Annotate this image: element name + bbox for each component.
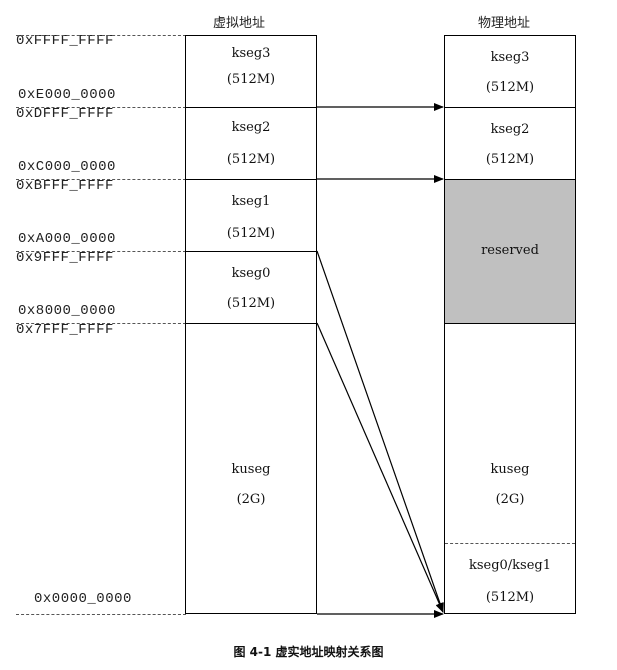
virtual-address-column: kseg3 (512M) kseg2 (512M) kseg1 (512M) k… [185,35,317,614]
figure-caption: 图 4-1 虚实地址映射关系图 [233,645,384,659]
virtual-kseg1-name: kseg1 [231,194,271,209]
boundary-line-kseg1-kseg0 [16,251,186,252]
physical-reserved-label: reserved [481,243,539,258]
physical-kuseg-name: kuseg [490,462,530,477]
boundary-line-kseg2-kseg1 [16,179,186,180]
virtual-address-title: 虚拟地址 [213,16,266,31]
virtual-kseg3-size: (512M) [226,72,276,87]
physical-kuseg-size: (2G) [495,492,525,507]
physical-address-title: 物理地址 [478,16,531,31]
arrow-kseg0-top-to-bottom [316,250,444,613]
address-label-bfff-ffff: 0xBFFF_FFFF [16,178,114,194]
physical-kseg01-size: (512M) [485,590,535,605]
address-label-8000-0000: 0x8000_0000 [18,303,116,319]
physical-kseg3-name: kseg3 [490,50,530,65]
divider [186,179,316,180]
physical-kseg2-name: kseg2 [490,122,530,137]
address-label-9fff-ffff: 0x9FFF_FFFF [16,250,114,266]
virtual-kuseg-name: kuseg [231,462,271,477]
address-label-ffff-ffff: 0xFFFF_FFFF [16,33,114,49]
boundary-line-bottom [16,614,186,615]
virtual-kseg2-name: kseg2 [231,120,271,135]
physical-kseg2-size: (512M) [485,152,535,167]
reserved-region [445,180,575,324]
address-label-e000-0000: 0xE000_0000 [18,87,116,103]
virtual-kseg2-size: (512M) [226,152,276,167]
address-label-a000-0000: 0xA000_0000 [18,231,116,247]
boundary-line-kseg3-kseg2 [16,107,186,108]
boundary-line-kseg0-kuseg [16,323,186,324]
divider [186,251,316,252]
divider-dashed [445,543,575,544]
address-label-dfff-ffff: 0xDFFF_FFFF [16,106,114,122]
virtual-kseg1-size: (512M) [226,226,276,241]
boundary-line-top [16,35,186,36]
virtual-kuseg-size: (2G) [236,492,266,507]
address-label-7fff-ffff: 0x7FFF_FFFF [16,322,114,338]
physical-kseg3-size: (512M) [485,80,535,95]
address-label-c000-0000: 0xC000_0000 [18,159,116,175]
divider [445,179,575,180]
divider [445,107,575,108]
physical-kseg01-name: kseg0/kseg1 [468,558,552,573]
arrow-kuseg-top-to-bottom [316,322,444,613]
divider [186,107,316,108]
physical-address-column: kseg3 (512M) kseg2 (512M) reserved kuseg… [444,35,576,614]
virtual-kseg0-name: kseg0 [231,266,271,281]
virtual-kseg3-name: kseg3 [231,46,271,61]
address-label-0000-0000: 0x0000_0000 [34,591,132,607]
virtual-kseg0-size: (512M) [226,296,276,311]
divider [186,323,316,324]
